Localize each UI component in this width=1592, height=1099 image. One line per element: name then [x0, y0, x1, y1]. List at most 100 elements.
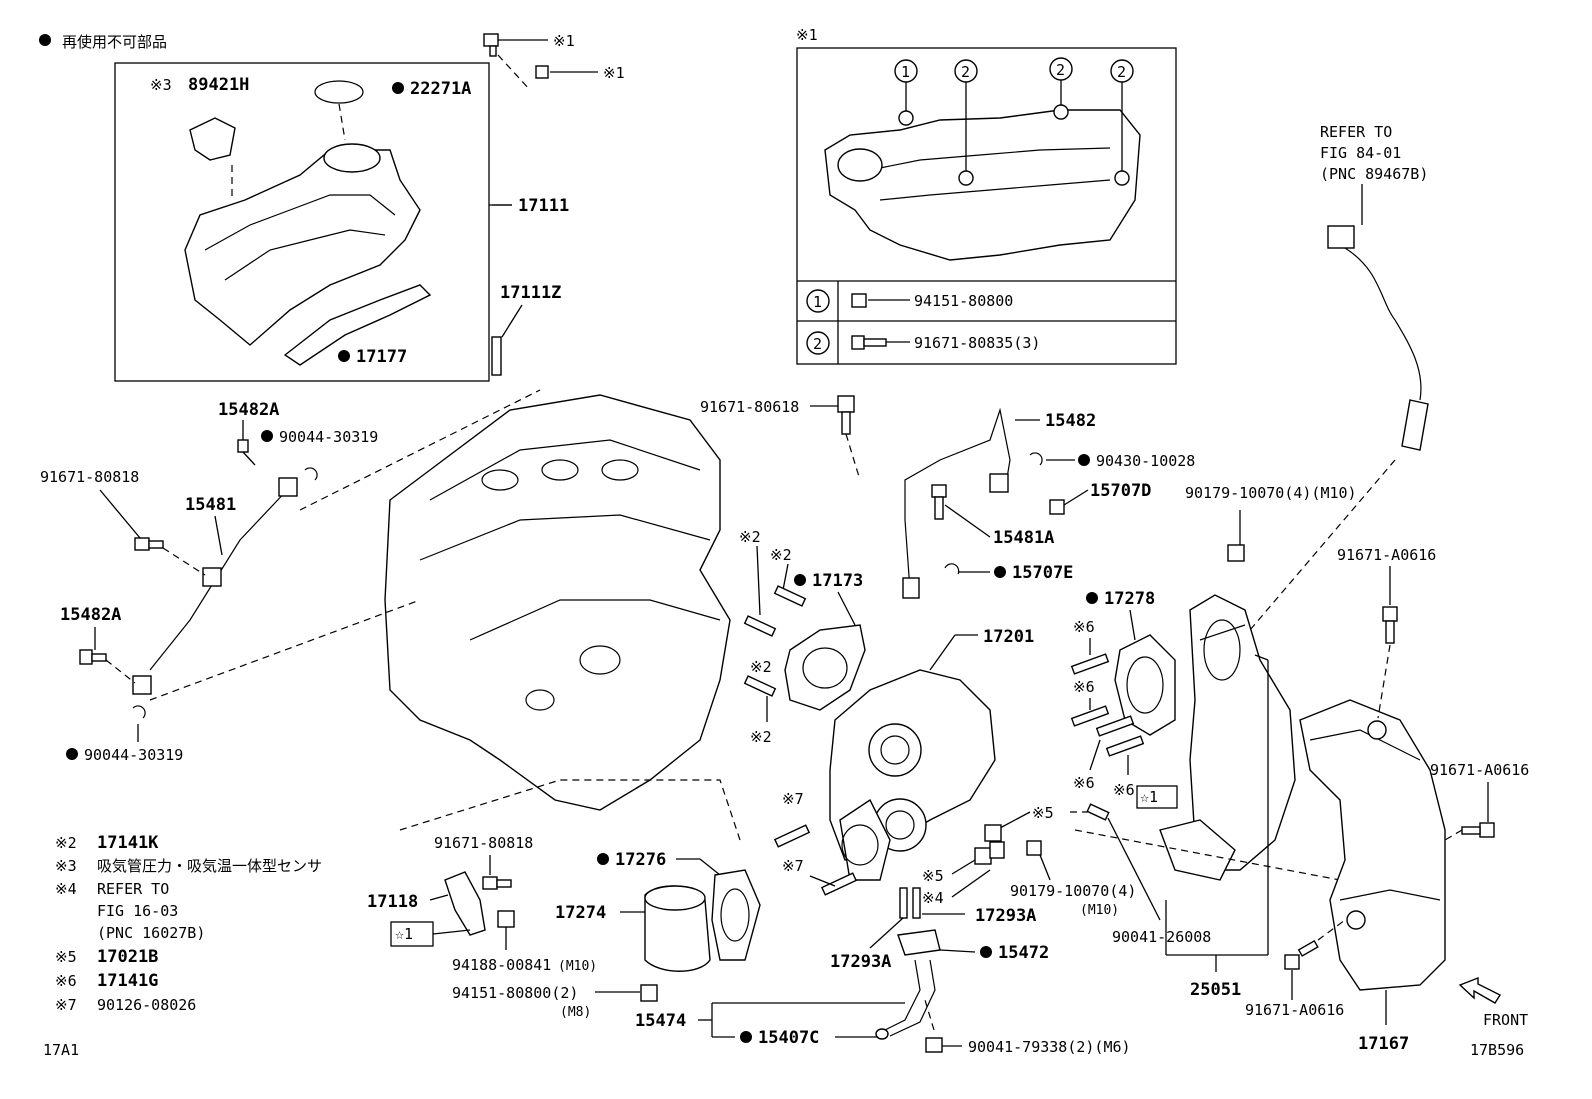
oxygen-sensor[interactable]: [1401, 399, 1429, 451]
leader: [105, 659, 136, 684]
inset-runner: [879, 179, 1111, 201]
label-91671-80618: 91671-80618: [700, 398, 799, 416]
bolt-icon[interactable]: [237, 439, 249, 453]
bolt-icon: [851, 335, 865, 350]
gasket-17278[interactable]: [1114, 634, 1176, 736]
leader: [924, 999, 935, 1031]
bolt-icon[interactable]: [1284, 954, 1300, 970]
mark-1: ※1: [603, 64, 625, 82]
cylinder-block[interactable]: [384, 394, 731, 811]
stud-icon[interactable]: [820, 872, 858, 896]
nut-icon[interactable]: [535, 65, 549, 79]
intake-sensor[interactable]: [189, 117, 236, 161]
row-circle-1: [806, 289, 830, 313]
star-1: ☆1: [1140, 788, 1158, 806]
bolt-icon[interactable]: [837, 395, 855, 413]
label-90179-10070-top: 90179-10070(4)(M10): [1185, 484, 1357, 502]
fitting-icon[interactable]: [984, 824, 1002, 842]
heat-insulator-17167[interactable]: [1299, 699, 1446, 991]
nut-icon[interactable]: [1227, 544, 1245, 562]
label-17293a-r: 17293A: [975, 906, 1036, 926]
nut-icon[interactable]: [1026, 840, 1042, 856]
callout-1-text: 1: [901, 63, 910, 81]
inset-manifold: [824, 109, 1141, 261]
bolt-icon[interactable]: [1479, 822, 1495, 838]
leader: [782, 563, 789, 591]
leader: [1039, 854, 1051, 881]
stud-icon[interactable]: [912, 887, 921, 919]
stud-icon[interactable]: [1070, 653, 1110, 675]
stud-icon[interactable]: [1070, 705, 1110, 727]
bolt-icon[interactable]: [79, 649, 93, 665]
stud-icon[interactable]: [773, 585, 807, 607]
bolt-shank: [242, 451, 256, 466]
star-1: ☆1: [395, 925, 413, 943]
banjo-fitting: [278, 477, 298, 497]
row-circle-2: [806, 331, 830, 355]
oil-return-pipe-edge: [889, 959, 936, 1037]
label-15707d: 15707D: [1090, 481, 1151, 501]
refer-line-1: REFER TO: [1320, 123, 1392, 141]
gasket-17276[interactable]: [711, 869, 761, 961]
bolt-shank: [91, 653, 107, 662]
bolt-icon[interactable]: [483, 33, 499, 47]
clip-icon[interactable]: [944, 563, 960, 575]
leader: [951, 859, 976, 875]
stud-icon[interactable]: [1095, 715, 1135, 737]
manifold-gasket[interactable]: [283, 284, 432, 366]
port: [579, 645, 621, 675]
intake-manifold[interactable]: [184, 149, 421, 346]
nut-icon[interactable]: [925, 1037, 943, 1053]
nut-icon[interactable]: [497, 910, 515, 928]
notes: ※2 17141K ※3 吸気管圧力・吸気温一体型センサ ※4 REFER TO…: [55, 833, 322, 1014]
label-89421h: 89421H: [188, 75, 249, 95]
gasket-icon[interactable]: [1029, 452, 1043, 466]
fitting-icon[interactable]: [974, 847, 992, 865]
non-reusable-dot-icon: [740, 1031, 752, 1043]
converter-body[interactable]: [1189, 594, 1296, 871]
port: [541, 459, 579, 481]
gasket-15472[interactable]: [897, 929, 941, 956]
bolt-icon[interactable]: [931, 484, 947, 498]
sensor-connector[interactable]: [1327, 225, 1355, 249]
insulator-edge: [1309, 729, 1421, 761]
bolt-shank: [496, 879, 512, 888]
o-ring[interactable]: [314, 80, 364, 104]
nut-icon[interactable]: [640, 984, 658, 1002]
gasket-icon[interactable]: [304, 467, 318, 481]
bolt-icon[interactable]: [1382, 606, 1398, 622]
converter-inlet: [1203, 619, 1241, 681]
stud-icon[interactable]: [1105, 735, 1145, 757]
stud-icon[interactable]: [743, 675, 777, 697]
oil-pipe[interactable]: [904, 407, 1011, 591]
non-reusable-dot-icon: [597, 853, 609, 865]
label-17167: 17167: [1358, 1034, 1409, 1054]
turbo-outlet-inner: [885, 810, 915, 840]
turbo-outlet-gasket: 17278 ※6 ※6 ※6 ※6: [1070, 589, 1176, 799]
note-mark: ※7: [55, 996, 77, 1014]
leader: [1074, 829, 1341, 881]
gasket-17173[interactable]: [784, 624, 866, 711]
oil-return-pipe-15474[interactable]: [884, 959, 921, 1031]
bolt-icon[interactable]: [482, 876, 498, 890]
stud-icon[interactable]: [773, 824, 811, 848]
note-mark: ※4: [55, 880, 77, 898]
gasket-icon[interactable]: [132, 705, 146, 719]
leader: [699, 858, 721, 876]
bolt-icon[interactable]: [134, 537, 150, 551]
bolt-icon[interactable]: [1049, 499, 1065, 515]
bracket-17118[interactable]: [444, 871, 486, 936]
stud-17111z[interactable]: [491, 336, 502, 376]
note-mark: ※5: [55, 948, 77, 966]
stud-icon[interactable]: [1086, 803, 1110, 821]
non-reusable-dot-icon: [338, 350, 350, 362]
stud-icon[interactable]: [743, 615, 777, 637]
pipe-end: [902, 577, 920, 599]
fitting-icon[interactable]: [989, 841, 1005, 859]
stud-icon[interactable]: [899, 887, 908, 919]
label-15472: 15472: [998, 943, 1049, 963]
label-90430-10028: 90430-10028: [1096, 452, 1195, 470]
non-reusable-dot-icon: [66, 748, 78, 760]
label-17111: 17111: [518, 196, 569, 216]
note-text: 90126-08026: [97, 996, 196, 1014]
